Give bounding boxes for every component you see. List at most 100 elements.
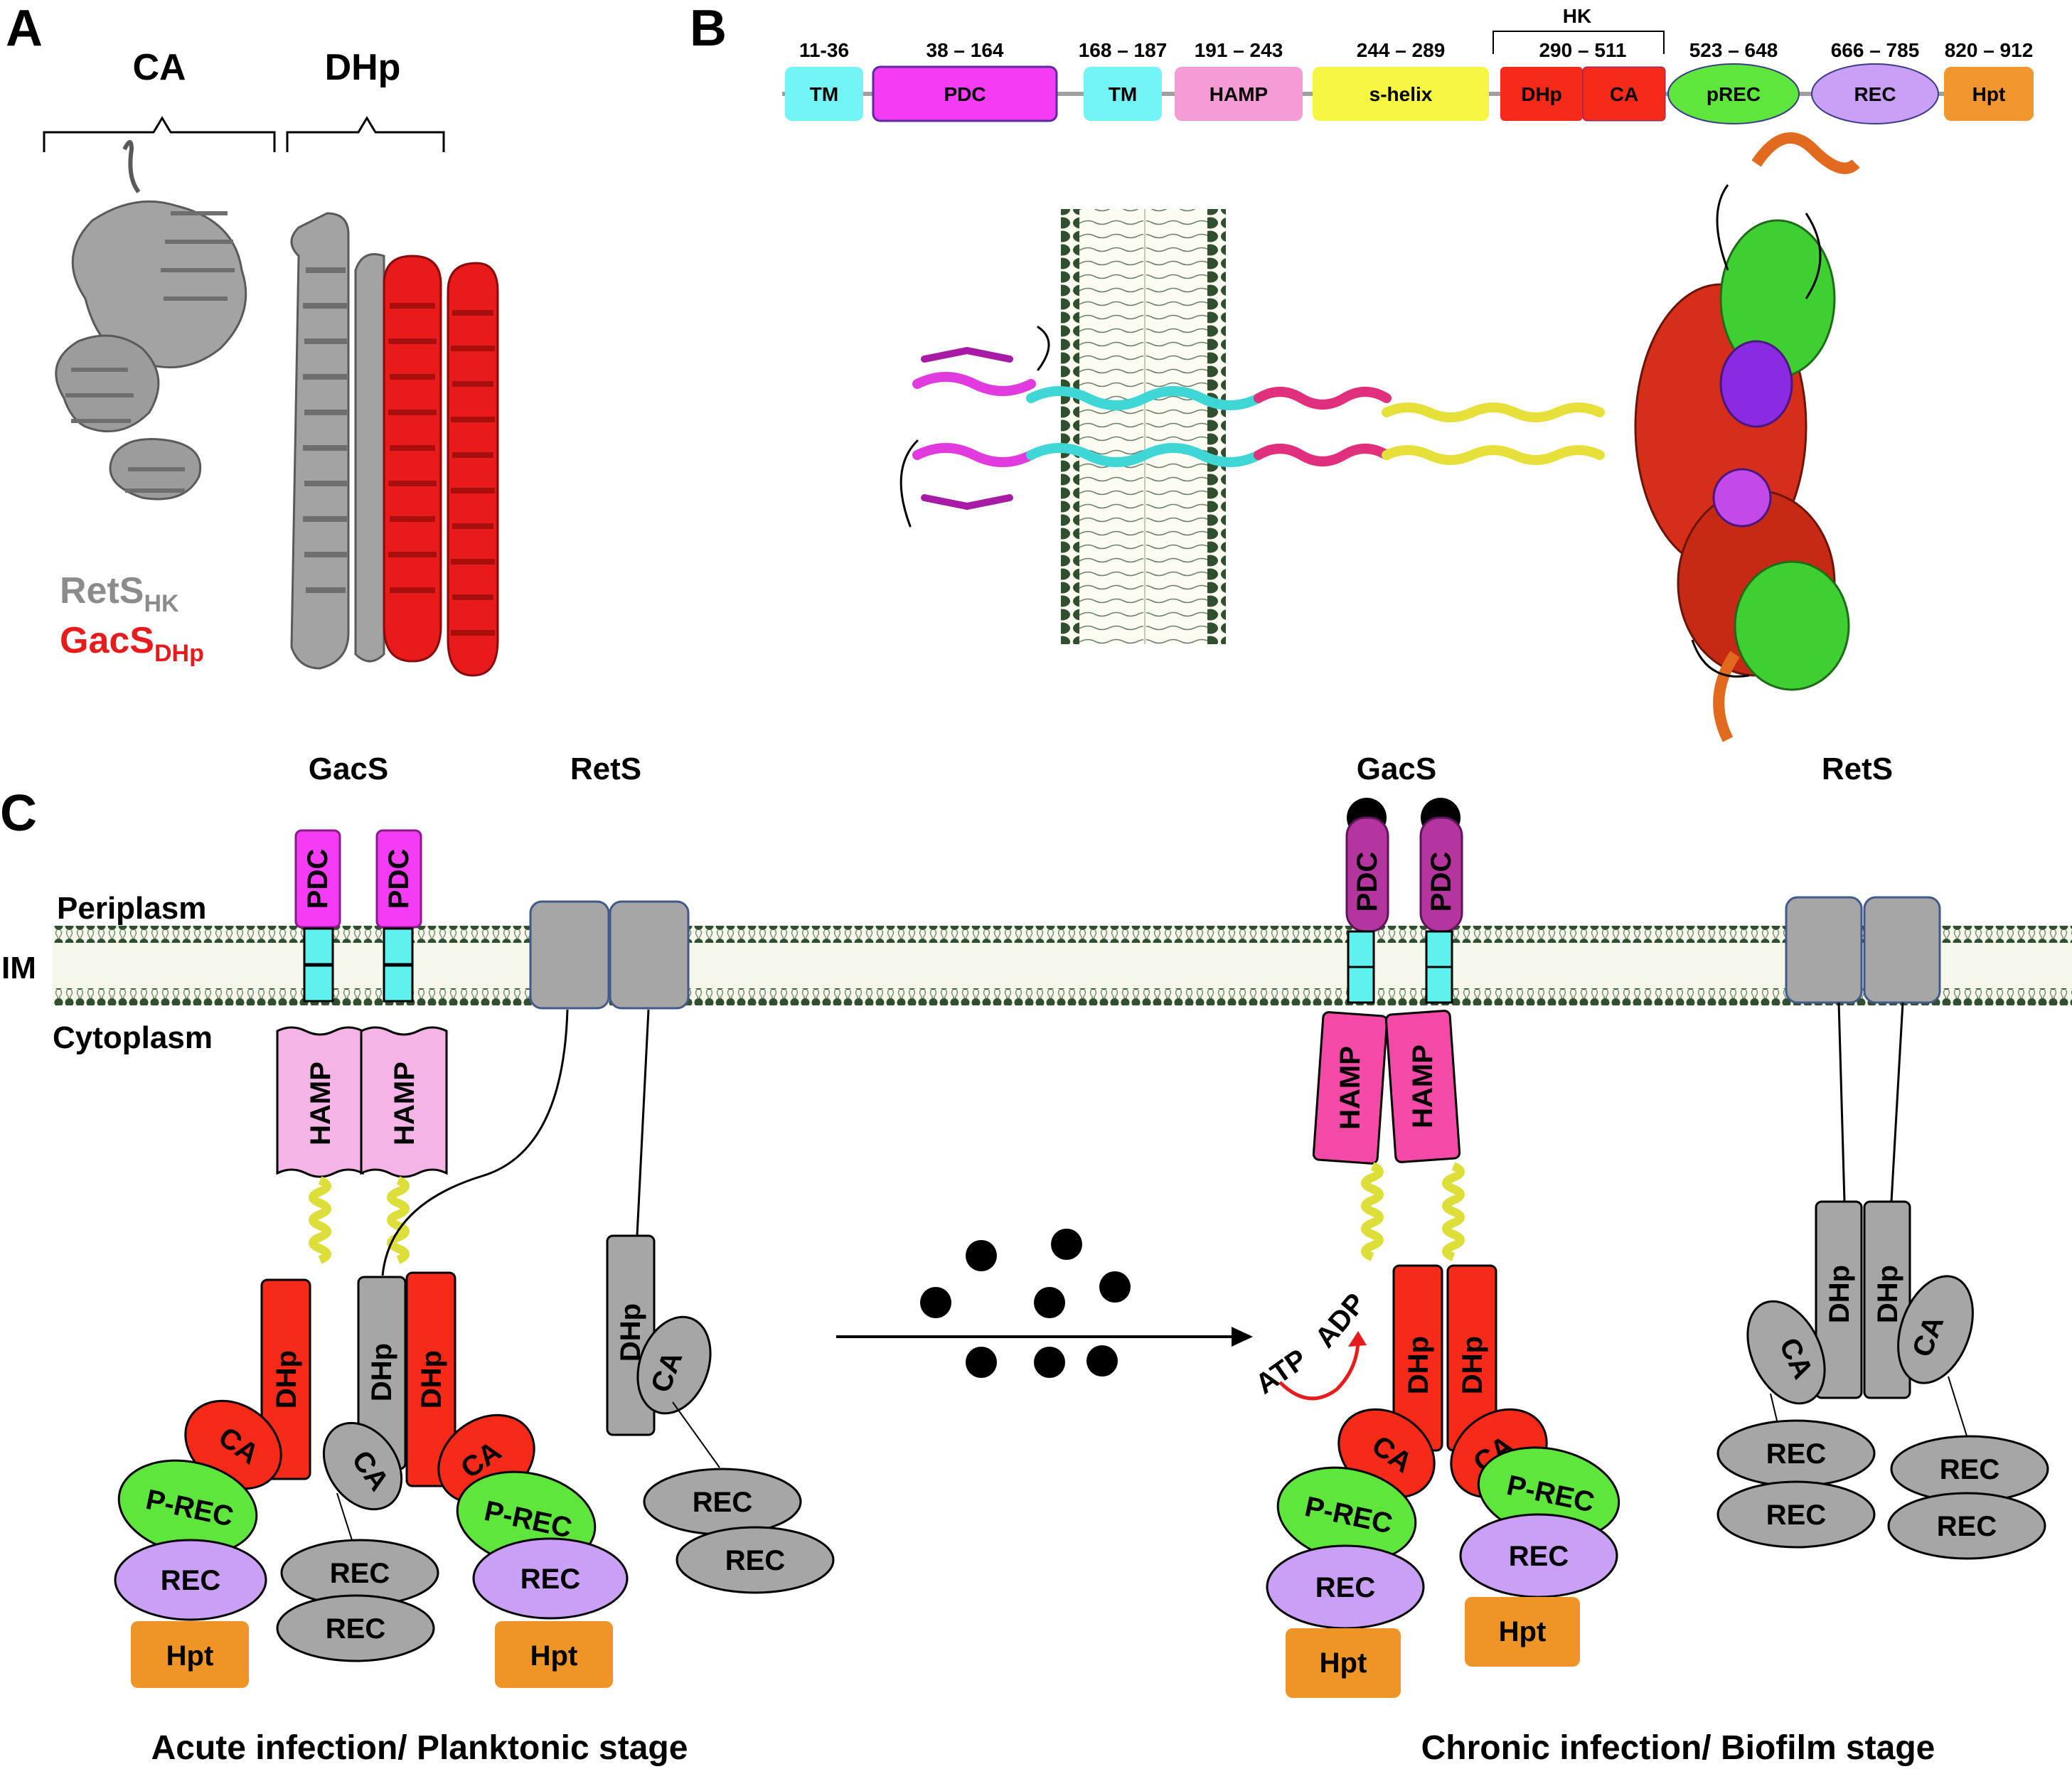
pdc-label: PDC (302, 849, 333, 909)
domain-range-label: 820 – 912 (1945, 39, 2034, 61)
im-label: IM (1, 951, 36, 985)
dhp-label: DHp (1403, 1336, 1434, 1394)
transition-arrow (836, 1327, 1253, 1347)
rec-label: REC (693, 1487, 752, 1518)
domain-label: REC (1854, 83, 1896, 105)
dhp-bracket-label: DHp (325, 47, 401, 88)
rec-label: REC (725, 1545, 785, 1576)
domain-range-label: 666 – 785 (1831, 39, 1920, 61)
domain-label: s-helix (1369, 83, 1433, 105)
domain-label: PDC (944, 83, 986, 105)
pdc-label: PDC (1426, 852, 1457, 912)
domain-range-label: 290 – 511 (1539, 39, 1626, 61)
panel-a-legend: RetSHK GacSDHp (60, 570, 204, 667)
domain-box-tm (785, 67, 863, 121)
legend-gacs: GacSDHp (60, 620, 204, 667)
domain-range-label: 523 – 648 (1689, 39, 1778, 61)
domain-range-label: 11-36 (799, 39, 849, 61)
rets-name-chronic: RetS (1822, 752, 1893, 786)
domain-label: DHp (1521, 83, 1562, 105)
domain-range-label: 191 – 243 (1195, 39, 1283, 61)
domain-box-hamp (1175, 67, 1303, 121)
rec-label: REC (1937, 1511, 1997, 1542)
hk-bracket (1492, 31, 1665, 54)
acute-caption: Acute infection/ Planktonic stage (151, 1729, 688, 1767)
domain-range-label: 244 – 289 (1357, 39, 1446, 61)
chronic-caption: Chronic infection/ Biofilm stage (1421, 1729, 1935, 1767)
gacs-acute: PDC PDC HAMP HAMP DHp DHp CA CA P-REC P-… (114, 829, 629, 1688)
rec-label: REC (330, 1558, 390, 1589)
rec-label: REC (161, 1565, 220, 1596)
hk-label: HK (1563, 5, 1591, 27)
dhp-bracket (286, 116, 445, 152)
cytoplasmic-domains-structure (1634, 132, 1860, 742)
hamp-label: HAMP (389, 1062, 420, 1145)
domain-box-hpt (1944, 67, 2034, 121)
panel-c-letter: C (0, 785, 37, 842)
ca-bracket (43, 116, 276, 152)
hamp-label: HAMP (305, 1062, 336, 1145)
rec-label: REC (326, 1613, 385, 1645)
dhp-label: DHp (1824, 1265, 1855, 1323)
hpt-label: Hpt (530, 1640, 578, 1672)
hamp-label: HAMP (1335, 1046, 1366, 1130)
phosphorylation-reaction: ATP ADP (1250, 1288, 1372, 1401)
dhp-label: DHp (1457, 1336, 1488, 1394)
signal-molecules (920, 1229, 1131, 1378)
periplasm-label: Periplasm (57, 891, 206, 926)
panel-b-membrane (1061, 209, 1226, 644)
dhp-label: DHp (271, 1350, 302, 1409)
gacs-name-chronic: GacS (1357, 752, 1437, 786)
domain-label: TM (810, 83, 838, 105)
dhp-label: DHp (615, 1303, 646, 1362)
panel-a-letter: A (6, 0, 43, 57)
domain-label: TM (1109, 83, 1137, 105)
domain-label: HAMP (1209, 83, 1268, 105)
domain-box-rec (1811, 63, 1939, 124)
domain-box-tm (1084, 67, 1162, 121)
rets-acute: DHp CA REC REC DHp CA REC REC (276, 900, 835, 1662)
hamp-label: HAMP (1407, 1044, 1438, 1128)
domain-label: Hpt (1972, 83, 2006, 105)
domain-box-s-helix (1313, 67, 1489, 121)
panel-c: C GacS RetS GacS RetS Periplasm IM Cytop… (0, 752, 2072, 1767)
ca-bracket-label: CA (132, 47, 186, 88)
hpt-label: Hpt (1499, 1616, 1547, 1647)
domain-box-pdc (872, 65, 1058, 122)
hpt-label: Hpt (166, 1640, 214, 1672)
gacs-dhp-structure (383, 255, 499, 677)
gacs-chronic: PDC PDC HAMP HAMP DHp DHp CA CA P-REC P-… (1266, 798, 1620, 1698)
dhp-label: DHp (416, 1350, 447, 1409)
rec-label: REC (1766, 1500, 1826, 1531)
dhp-label: DHp (1872, 1265, 1903, 1323)
dhp-label: DHp (366, 1343, 397, 1401)
domain-box-prec (1667, 63, 1800, 124)
rec-label: REC (1766, 1438, 1826, 1470)
hpt-label: Hpt (1320, 1647, 1367, 1679)
rets-hk-dhp-structure (290, 212, 385, 670)
domain-box-ca (1582, 66, 1666, 122)
domain-range-label: 168 – 187 (1079, 39, 1168, 61)
panel-a: A CA DHp RetSHK (6, 0, 499, 677)
pdc-label: PDC (1352, 852, 1383, 912)
domain-label: pREC (1707, 83, 1761, 105)
rets-name-acute: RetS (570, 752, 641, 786)
domain-box-dhp (1500, 67, 1583, 121)
rec-label: REC (1509, 1541, 1569, 1572)
rec-label: REC (1940, 1454, 1999, 1485)
gacs-full-length-structure (899, 326, 1605, 528)
domain-label: CA (1610, 83, 1638, 105)
gacs-name-acute: GacS (309, 752, 389, 786)
cytoplasm-label: Cytoplasm (53, 1020, 213, 1055)
panel-b-letter: B (690, 0, 727, 57)
rec-label: REC (1315, 1572, 1375, 1603)
rec-label: REC (520, 1564, 580, 1595)
inner-membrane (53, 926, 2072, 1005)
atp-label: ATP (1250, 1343, 1313, 1400)
domain-range-label: 38 – 164 (926, 39, 1004, 61)
legend-rets: RetSHK (60, 570, 179, 617)
rets-hk-ca-structure (55, 140, 247, 501)
